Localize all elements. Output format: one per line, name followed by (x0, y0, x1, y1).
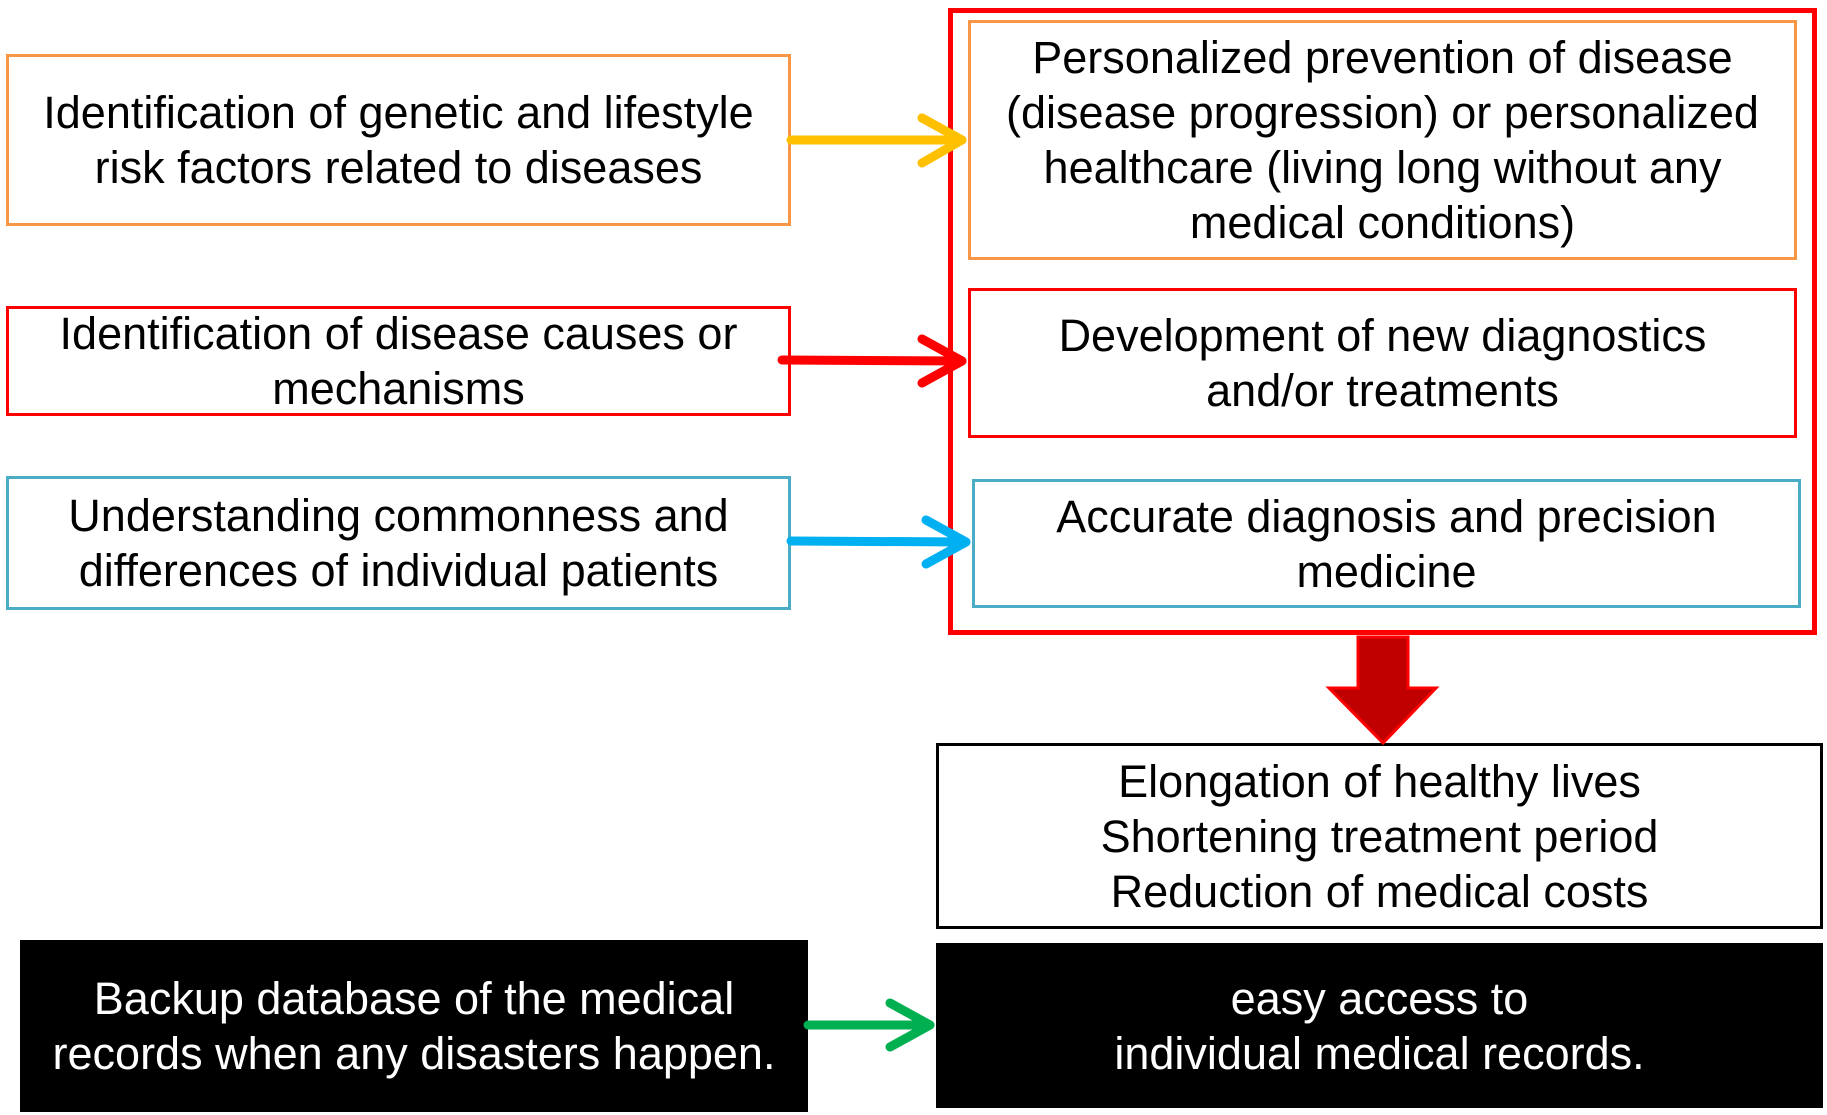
diagnostics-line1: Development of new diagnostics (1058, 310, 1707, 361)
risk-factors-line2: risk factors related to diseases (94, 142, 703, 193)
causes-line1: Identification of disease causes or (59, 308, 738, 359)
prevention-box: Personalized prevention of disease (dise… (968, 20, 1797, 260)
outcomes-line2: Shortening treatment period (1100, 810, 1659, 862)
causes-line2: mechanisms (272, 363, 525, 414)
backup-box: Backup database of the medical records w… (20, 940, 808, 1112)
commonness-line2: differences of individual patients (78, 545, 719, 596)
access-line2: individual medical records. (1114, 1027, 1645, 1079)
prevention-line1: Personalized prevention of disease (1032, 32, 1733, 83)
green-arrow-icon (803, 998, 935, 1052)
commonness-box: Understanding commonness and differences… (6, 476, 791, 610)
outcomes-group-frame (948, 8, 1817, 635)
backup-line2: records when any disasters happen. (52, 1028, 776, 1079)
red-arrow-icon (777, 334, 967, 388)
outcomes-box: Elongation of healthy lives Shortening t… (936, 743, 1823, 929)
risk-factors-line1: Identification of genetic and lifestyle (43, 87, 754, 138)
prevention-line2: (disease progression) or personalized (1006, 87, 1759, 138)
causes-box: Identification of disease causes or mech… (6, 306, 791, 416)
access-line1: easy access to (1230, 972, 1529, 1024)
prevention-line4: medical conditions) (1189, 197, 1576, 248)
prevention-line3: healthcare (living long without any (1043, 142, 1722, 193)
access-box: easy access to individual medical record… (936, 943, 1823, 1108)
diagnostics-box: Development of new diagnostics and/or tr… (968, 288, 1797, 438)
precision-box: Accurate diagnosis and precision medicin… (972, 479, 1801, 608)
outcomes-line3: Reduction of medical costs (1110, 865, 1649, 917)
blue-arrow-icon (786, 515, 971, 569)
outcomes-line1: Elongation of healthy lives (1118, 755, 1641, 807)
commonness-line1: Understanding commonness and (68, 490, 729, 541)
down-block-arrow-icon (1325, 635, 1440, 746)
precision-line1: Accurate diagnosis and precision (1056, 490, 1717, 542)
precision-line2: medicine (1296, 545, 1477, 597)
gold-arrow-icon (786, 113, 967, 168)
risk-factors-box: Identification of genetic and lifestyle … (6, 54, 791, 226)
diagnostics-line2: and/or treatments (1206, 365, 1559, 416)
backup-line1: Backup database of the medical (93, 973, 735, 1024)
